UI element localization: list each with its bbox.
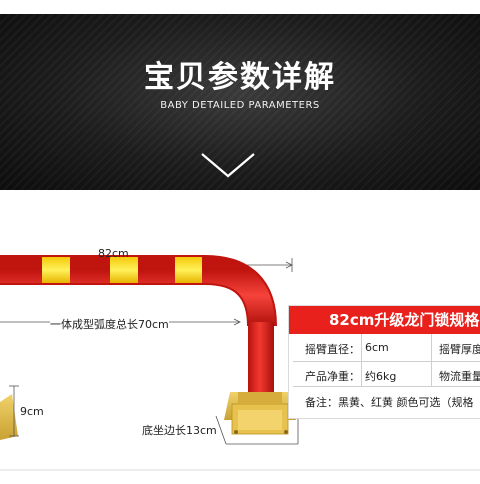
width-label: 82cm xyxy=(98,247,129,260)
vertical-pole xyxy=(248,322,274,396)
parking-lock-illustration xyxy=(0,255,480,471)
spec-value: 6cm xyxy=(365,341,389,354)
chevron-down-icon xyxy=(201,153,255,178)
yellow-stripe xyxy=(175,257,202,283)
yellow-stripe xyxy=(42,257,70,283)
spec-key: 摇臂直径： xyxy=(305,343,360,356)
arc-length-label: 一体成型弧度总长70cm xyxy=(50,316,169,332)
spec-table: 82cm升级龙门锁规格 摇臂直径： 6cm 摇臂厚度 产品净重： 约6kg 物流… xyxy=(288,305,480,419)
spec-key: 产品净重： xyxy=(305,370,360,383)
spec-title: 82cm升级龙门锁规格 xyxy=(289,306,480,334)
height-label: 9cm xyxy=(20,405,44,418)
product-diagram xyxy=(0,190,480,480)
spec-key: 物流重量 xyxy=(439,370,480,383)
page-title: 宝贝参数详解 xyxy=(144,60,336,95)
spec-value: 约6kg xyxy=(365,370,397,383)
header-banner: 宝贝参数详解 BABY DETAILED PARAMETERS xyxy=(0,14,480,190)
base-dimension-line xyxy=(215,415,227,445)
spec-key: 摇臂厚度 xyxy=(439,343,480,356)
base-size-label: 底坐边长13cm xyxy=(142,422,217,438)
page-subtitle: BABY DETAILED PARAMETERS xyxy=(160,100,320,111)
spec-note: 备注：黑黄、红黄 颜色可选（规格 xyxy=(305,396,474,409)
yellow-stripe xyxy=(110,257,138,283)
left-base-plate xyxy=(0,394,18,440)
